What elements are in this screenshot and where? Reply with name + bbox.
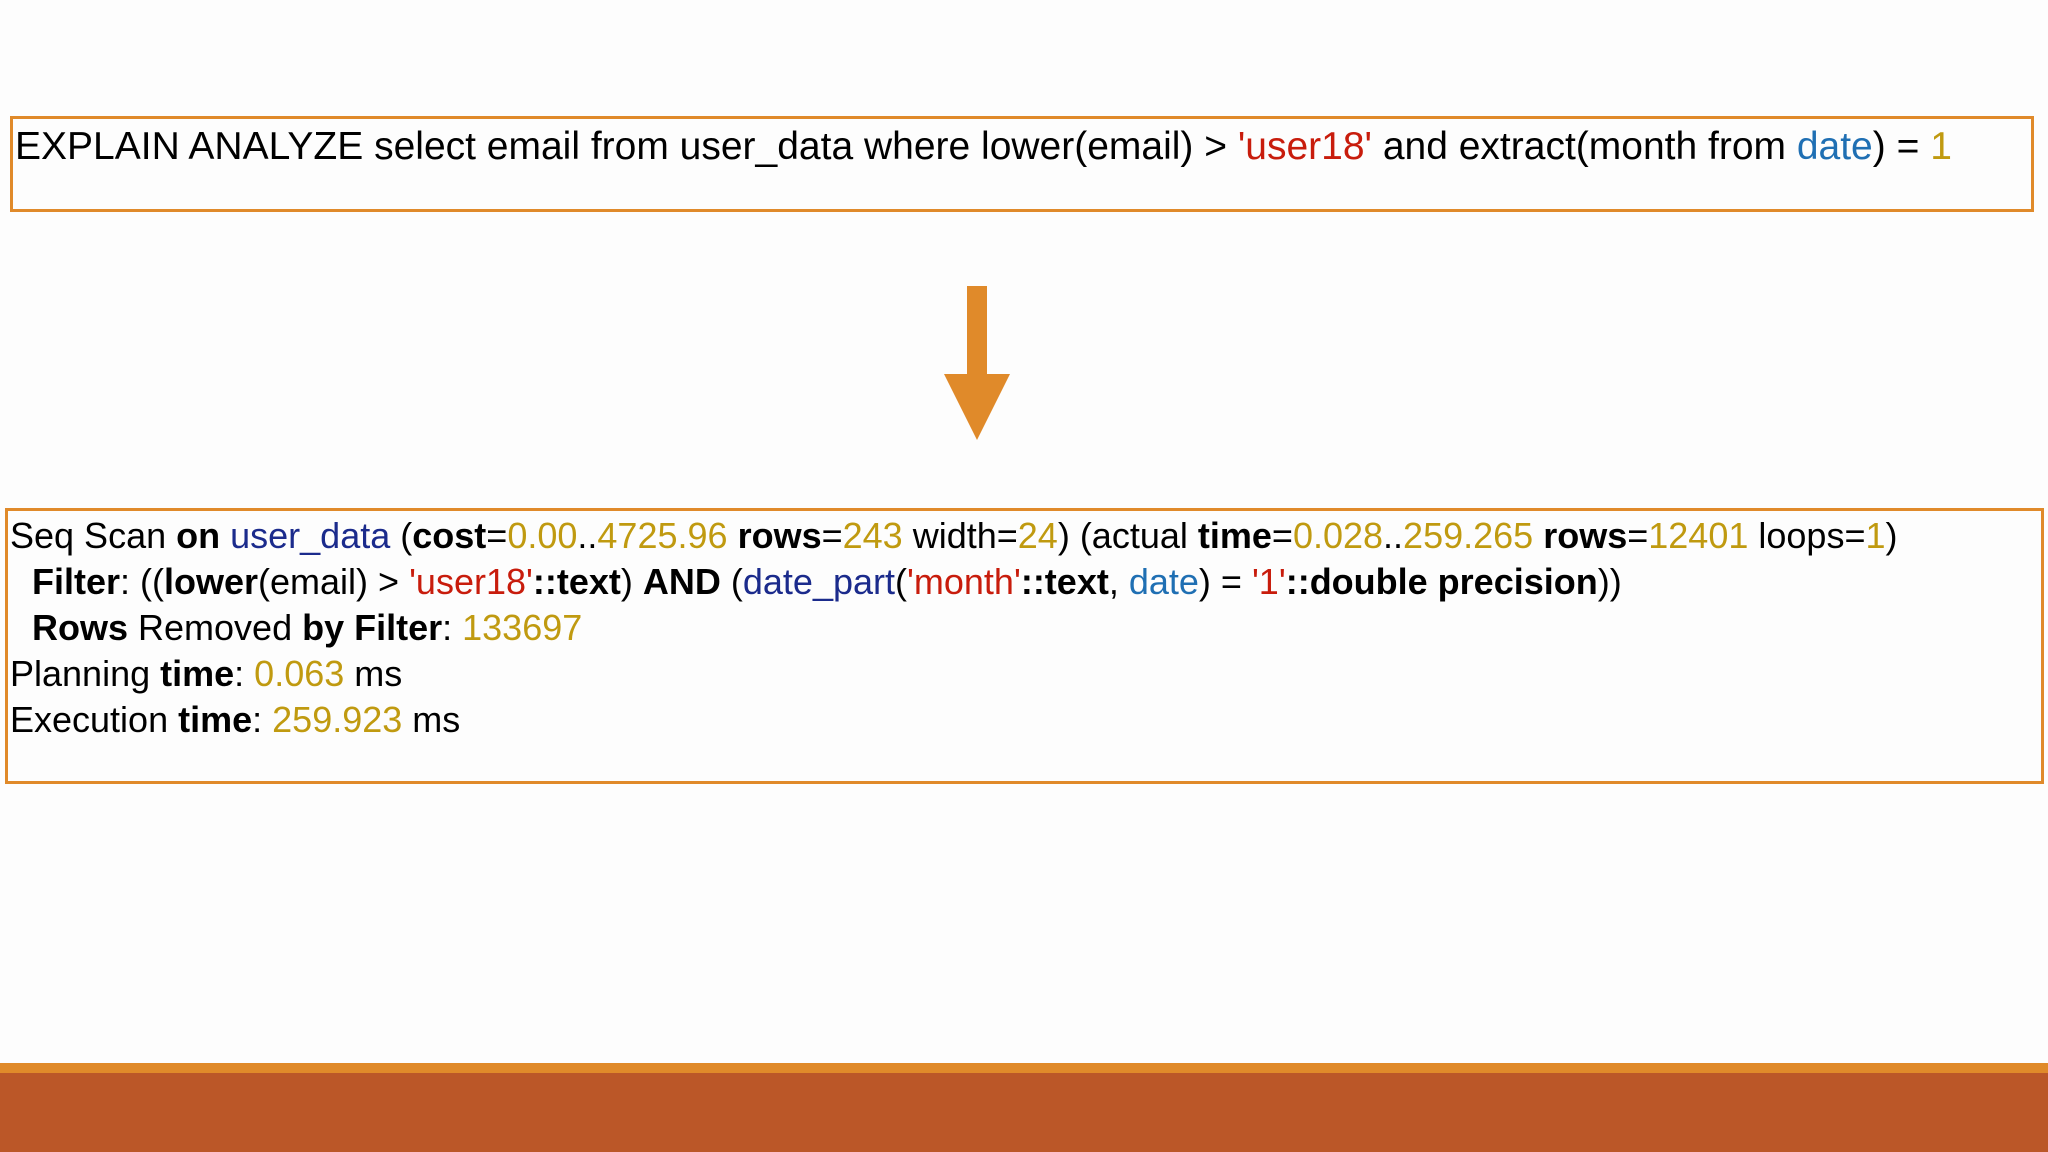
plan-text: , <box>1108 561 1129 602</box>
plan-keyword: time <box>1197 515 1272 556</box>
footer-accent-line <box>0 1063 2048 1073</box>
plan-function-name: date_part <box>742 561 896 602</box>
plan-table-name: user_data <box>230 515 391 556</box>
plan-number: 24 <box>1017 515 1058 556</box>
plan-number: 133697 <box>462 607 583 648</box>
sql-query-line: EXPLAIN ANALYZE select email from user_d… <box>15 123 1952 171</box>
plan-text: )) <box>1597 561 1622 602</box>
plan-text: ) (actual <box>1057 515 1198 556</box>
plan-text: : <box>234 653 255 694</box>
plan-line-execution-time: Execution time: 259.923 ms <box>10 697 460 743</box>
query-string-literal: 'user18' <box>1237 125 1372 168</box>
plan-string: '1' <box>1251 561 1286 602</box>
plan-keyword: AND <box>642 561 721 602</box>
query-text: ) = <box>1872 125 1931 168</box>
plan-text: loops= <box>1748 515 1866 556</box>
plan-keyword: time <box>160 653 235 694</box>
query-column-date: date <box>1796 125 1873 168</box>
plan-text: = <box>1271 515 1293 556</box>
plan-text: ( <box>895 561 908 602</box>
plan-text: ) = <box>1198 561 1252 602</box>
plan-text: ) <box>620 561 643 602</box>
arrow-down-icon <box>944 286 1010 440</box>
plan-text: : <box>442 607 463 648</box>
plan-number: 243 <box>842 515 903 556</box>
plan-keyword: rows <box>1543 515 1628 556</box>
plan-text: .. <box>1383 515 1404 556</box>
query-text: and extract(month from <box>1372 125 1797 168</box>
plan-text: ( <box>720 561 743 602</box>
plan-text: Planning <box>10 653 161 694</box>
plan-keyword: ::text <box>532 561 621 602</box>
plan-text <box>1533 515 1543 556</box>
plan-unit: ms <box>344 653 403 694</box>
plan-column-date: date <box>1128 561 1199 602</box>
plan-line-filter: Filter: ((lower(email) > 'user18'::text)… <box>32 559 1622 605</box>
plan-keyword: rows <box>737 515 822 556</box>
query-number: 1 <box>1930 125 1952 168</box>
plan-line-planning-time: Planning time: 0.063 ms <box>10 651 402 697</box>
plan-keyword: Filter <box>32 561 121 602</box>
plan-number: 0.00 <box>507 515 578 556</box>
plan-string: 'month' <box>907 561 1021 602</box>
plan-keyword: lower <box>164 561 259 602</box>
plan-text: ) <box>1885 515 1898 556</box>
plan-text <box>728 515 738 556</box>
plan-text: = <box>1627 515 1649 556</box>
plan-text: width= <box>902 515 1018 556</box>
plan-text <box>220 515 230 556</box>
plan-keyword: on <box>176 515 221 556</box>
plan-line-rows-removed: Rows Removed by Filter: 133697 <box>32 605 582 651</box>
plan-text: .. <box>577 515 598 556</box>
plan-number: 259.265 <box>1403 515 1534 556</box>
plan-keyword: cost <box>412 515 487 556</box>
plan-number: 4725.96 <box>597 515 728 556</box>
query-plan-box: Seq Scan on user_data (cost=0.00..4725.9… <box>5 508 2044 784</box>
plan-text: (email) > <box>258 561 410 602</box>
sql-query-box: EXPLAIN ANALYZE select email from user_d… <box>10 116 2034 212</box>
plan-line-seq-scan: Seq Scan on user_data (cost=0.00..4725.9… <box>10 513 1898 559</box>
footer-bar <box>0 1073 2048 1152</box>
plan-unit: ms <box>402 699 461 740</box>
plan-number: 12401 <box>1648 515 1749 556</box>
plan-keyword: by Filter <box>302 607 443 648</box>
plan-text: Execution <box>10 699 179 740</box>
plan-number: 1 <box>1865 515 1886 556</box>
plan-number: 0.028 <box>1292 515 1384 556</box>
plan-text: = <box>821 515 843 556</box>
plan-text: Seq Scan <box>10 515 177 556</box>
plan-text: Removed <box>128 607 303 648</box>
plan-text: : <box>252 699 273 740</box>
plan-keyword: ::double precision <box>1285 561 1598 602</box>
plan-string: 'user18' <box>409 561 533 602</box>
plan-text: : (( <box>120 561 164 602</box>
query-text: EXPLAIN ANALYZE select email from user_d… <box>15 125 1238 168</box>
plan-number: 259.923 <box>272 699 403 740</box>
plan-number: 0.063 <box>254 653 345 694</box>
plan-keyword: ::text <box>1020 561 1109 602</box>
plan-keyword: time <box>178 699 253 740</box>
plan-text: = <box>486 515 508 556</box>
plan-text: ( <box>390 515 413 556</box>
plan-keyword: Rows <box>32 607 129 648</box>
